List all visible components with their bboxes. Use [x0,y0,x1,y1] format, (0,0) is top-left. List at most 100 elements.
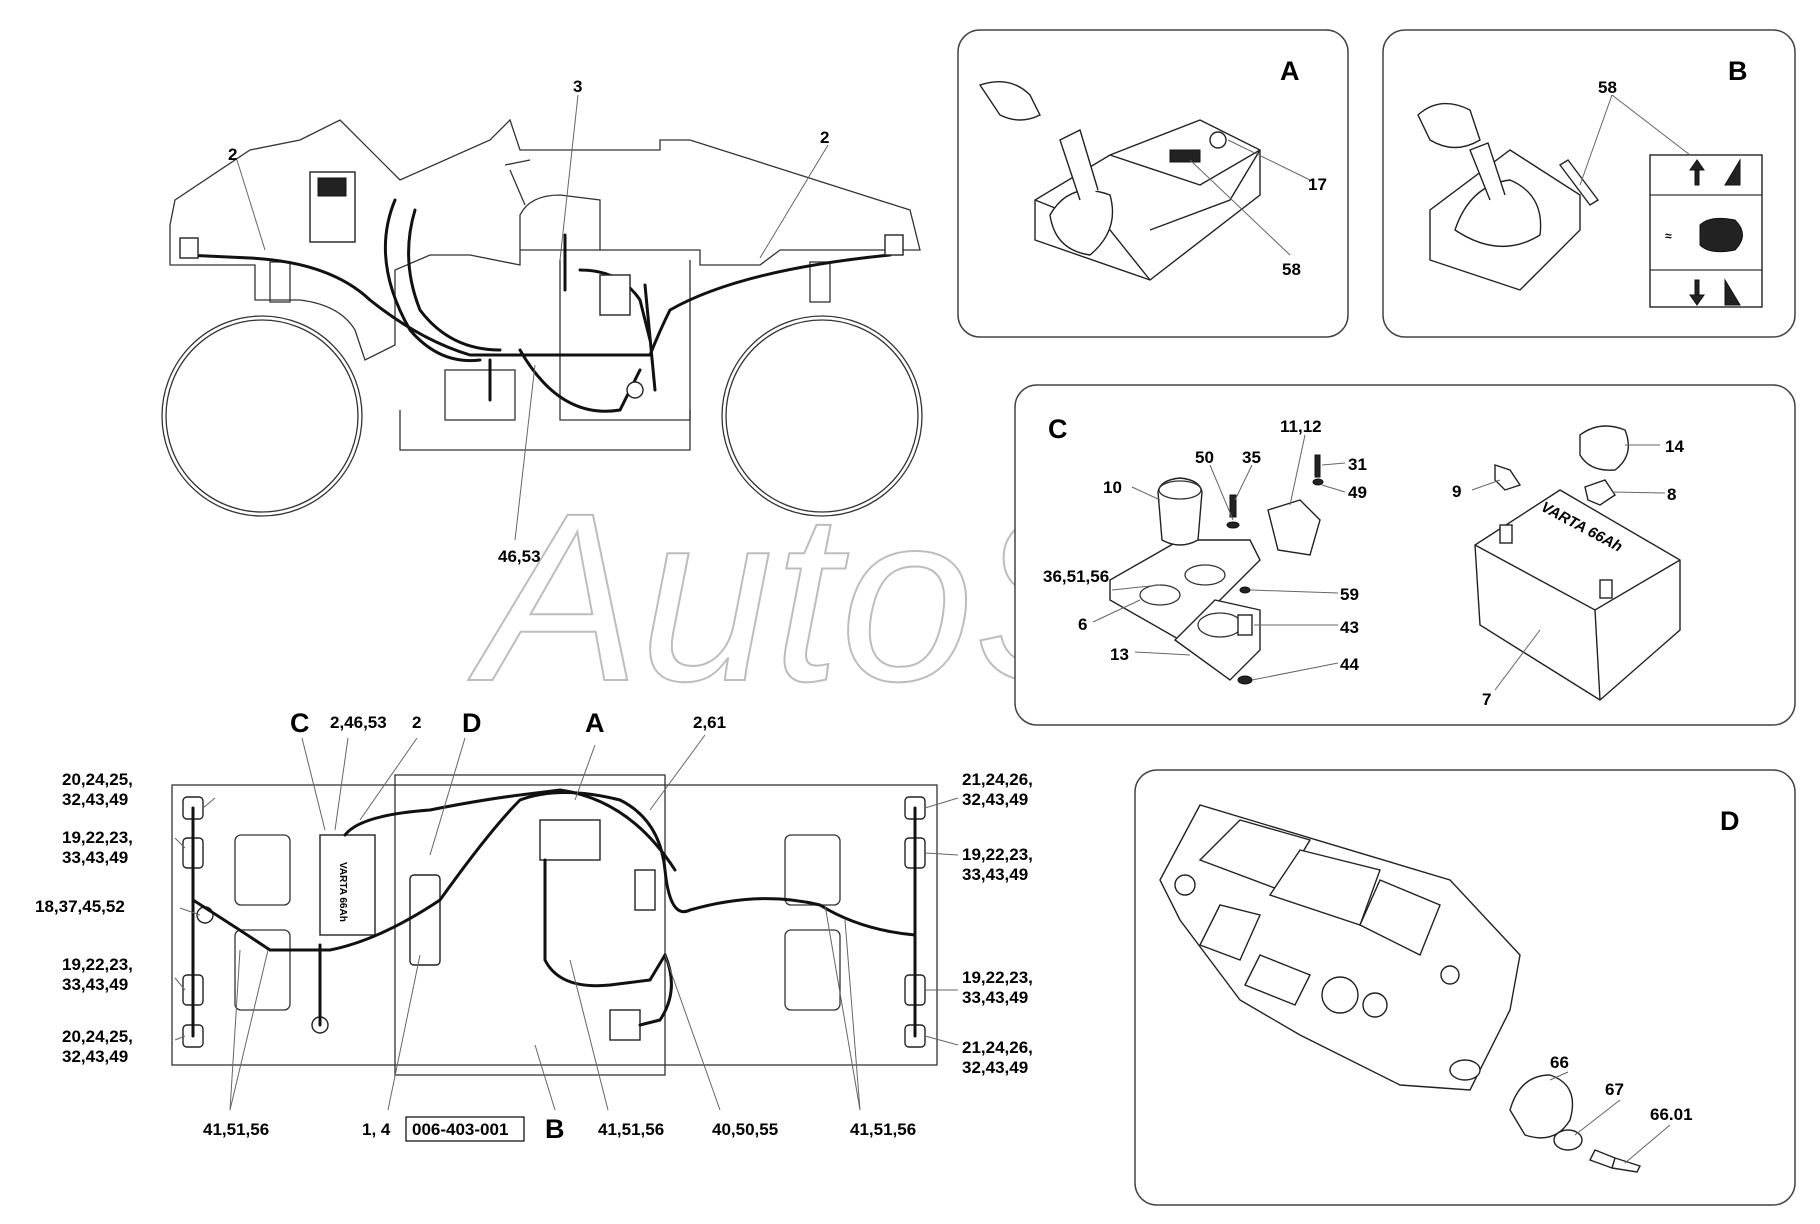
leader-a-17 [1227,139,1311,181]
side-callout-46-53: 46,53 [498,547,541,566]
panel-b: B ≈ 58 [1382,29,1796,338]
leader-c-36 [1111,584,1161,591]
top-harness-d [638,953,673,1027]
front-drum-inner [165,319,359,513]
top-callout-b5: 41,51,56 [850,1120,916,1139]
top-callout-l1b: 32,43,49 [62,790,128,809]
top-letter-d: D [462,708,482,738]
panel-hole [1449,1059,1481,1081]
battery-terminal-side [317,177,347,197]
screw-31 [1314,454,1321,478]
panel-b-letter: B [1728,56,1748,86]
leader-c-9 [1471,479,1501,491]
c-callout-44: 44 [1340,655,1359,674]
a-callout-58: 58 [1282,260,1301,279]
rotary-control [1174,874,1196,896]
leader-c-59 [1249,589,1339,594]
leader-l5 [174,1035,186,1041]
rear-drum [721,315,923,517]
leader-top-a [574,744,596,801]
rear-drum-slot-1 [784,834,841,906]
top-callout-l1a: 20,24,25, [62,770,133,789]
leader-l4 [174,977,186,991]
drawing-number: 006-403-001 [412,1120,508,1139]
side-callout-3: 3 [573,77,582,96]
steering-column [504,159,531,206]
ignition-switch-66 [1509,1074,1574,1139]
top-callout-l3: 18,37,45,52 [35,897,125,916]
vibration-symbol-icon: ≈ [1665,229,1672,243]
tank-box [444,369,516,421]
nut-43 [1237,614,1253,636]
c-callout-36-51-56: 36,51,56 [1043,567,1109,586]
top-callout-b1: 41,51,56 [203,1120,269,1139]
top-callout-l4a: 19,22,23, [62,955,133,974]
arrow-down-icon [1689,279,1705,306]
battery-terminal-minus [1499,524,1513,544]
front-drum-slot-1 [234,834,291,906]
top-view-frame [171,784,938,1066]
console-a-top [1149,149,1261,231]
leader-c-13 [1134,651,1191,656]
decal-strip-b [1558,159,1600,206]
top-callout-b4: 40,50,55 [712,1120,778,1139]
leader-r1 [924,797,959,809]
top-letter-b: B [545,1114,565,1144]
display-slot [1244,954,1311,1006]
leader-r2 [924,852,959,856]
front-light-side [179,237,199,259]
main-top-harness [191,791,917,952]
washer-49 [1312,478,1324,486]
leader-side-46-53 [514,364,536,541]
c-callout-14: 14 [1665,437,1684,456]
sensor-side [626,381,644,399]
leader-c-6 [1092,599,1141,623]
lower-frame [399,410,691,451]
terminal-clamp-9 [1494,464,1522,491]
washer-50 [1226,521,1240,529]
switch-group-4 [1199,904,1261,961]
panel-indicator [1440,965,1460,985]
panel-d: D 66 67 66.01 [1134,769,1796,1206]
leader-c-49 [1321,484,1346,493]
top-callout-r3a: 19,22,23, [962,968,1033,987]
c-callout-49: 49 [1348,483,1367,502]
relay-block-top [634,869,656,911]
top-callout-r4b: 32,43,49 [962,1058,1028,1077]
top-callout-l5a: 20,24,25, [62,1027,133,1046]
leader-c-10 [1131,486,1161,501]
top-callout-l5b: 32,43,49 [62,1047,128,1066]
rear-light-side [884,234,904,256]
switch-17 [1209,131,1227,149]
engine-bay [559,260,691,421]
top-callout-2-61: 2,61 [693,713,726,732]
d-callout-67: 67 [1605,1080,1624,1099]
arrow-up-icon [1689,159,1705,186]
leader-c-44 [1251,662,1339,681]
side-callout-2-left: 2 [228,145,237,164]
top-callout-r1b: 32,43,49 [962,790,1028,809]
side-callout-2-right: 2 [820,128,829,147]
c-callout-59: 59 [1340,585,1359,604]
leader-top-2 [359,737,418,821]
leader-l3 [179,907,201,916]
fuel-tank-top [409,874,441,966]
console-a-ridge [1109,149,1261,186]
c-callout-43: 43 [1340,618,1359,637]
relay-block-side [599,274,631,316]
panel-a-letter: A [1280,56,1300,86]
leader-side-2-left [236,159,266,251]
top-callout-l2a: 19,22,23, [62,828,133,847]
vibration-icon [1699,217,1743,253]
leader-d-67 [1574,1099,1621,1136]
c-callout-11-12: 11,12 [1280,417,1322,436]
battery-top [319,834,376,936]
leader-b-58-a [1611,94,1691,156]
leader-top-2-61 [649,734,706,811]
battery-top-label: VARTA 66Ah [337,862,348,922]
leader-r4 [924,1035,959,1046]
battery-7-corner [1594,609,1601,701]
joystick-stem-b [1469,142,1506,201]
panel-c-letter: C [1048,414,1068,444]
rear-drum-slot-2 [784,929,841,1011]
